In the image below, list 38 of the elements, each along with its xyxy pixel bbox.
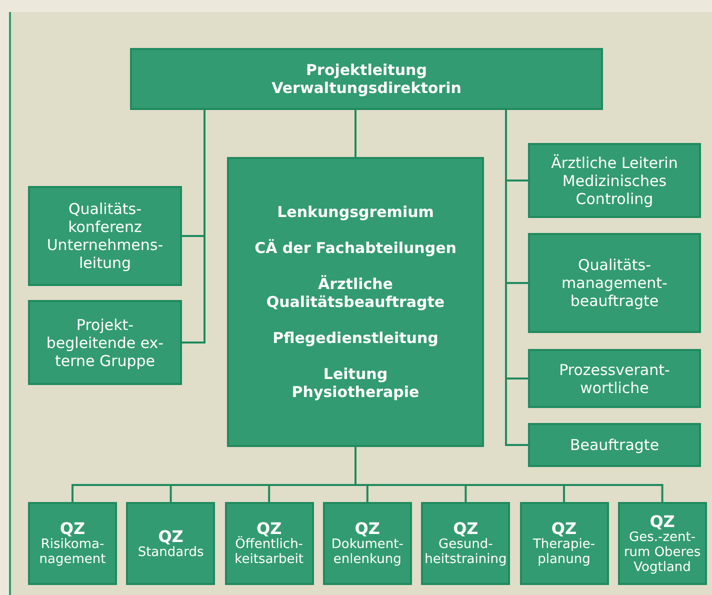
box-heading: QZ [354,520,380,537]
box-label: CÄ der Fachabteilungen [254,239,456,257]
box-label: Verwaltungsdirektorin [272,79,462,97]
box-label: Ärztliche Qualitätsbeauftragte [265,275,446,311]
org-box [28,186,182,286]
box-label: Projekt- begleitende ex- terne Gruppe [45,316,165,370]
box-heading: QZ [158,528,184,544]
box-heading: QZ [551,520,577,537]
box-label: Öffentlich- keitsarbeit [234,537,304,567]
box-label: Therapie- planung [532,537,596,567]
box-label: Standards [138,544,204,560]
box-label: Beauftragte [570,436,660,454]
box-label: Pflegedienstleitung [272,329,438,347]
box-heading: QZ [256,520,282,537]
box-label: Qualitäts- management- beauftragte [560,256,668,310]
box-heading: QZ [60,520,86,537]
box-label: Ärztliche Leiterin Medizinisches Controling [550,154,679,208]
box-label: Ges.-zent- rum Oberes Vogtland [622,530,702,574]
org-box [528,423,701,467]
box-label: Leitung Physiotherapie [290,365,420,401]
box-heading: QZ [453,520,478,537]
box-label: Dokument- enlenkung [330,537,404,567]
connector-line [354,110,356,157]
org-box [227,157,484,447]
org-box [130,48,603,110]
box-label: Qualitäts- konferenz Unternehmens- leitung [46,200,164,272]
connector-line [182,110,206,344]
connector-line [505,110,528,446]
org-box [528,233,701,333]
box-label: Projektleitung [306,61,427,79]
box-label: Risikoma- nagement [38,537,107,567]
box-label: Gesund- heitstraining [424,537,508,567]
org-box [528,143,701,218]
box-label: Lenkungsgremium [277,203,434,221]
org-box [28,300,182,385]
box-heading: QZ [650,512,675,530]
org-box [528,349,701,408]
box-label: Prozessverant- wortliche [558,360,671,396]
